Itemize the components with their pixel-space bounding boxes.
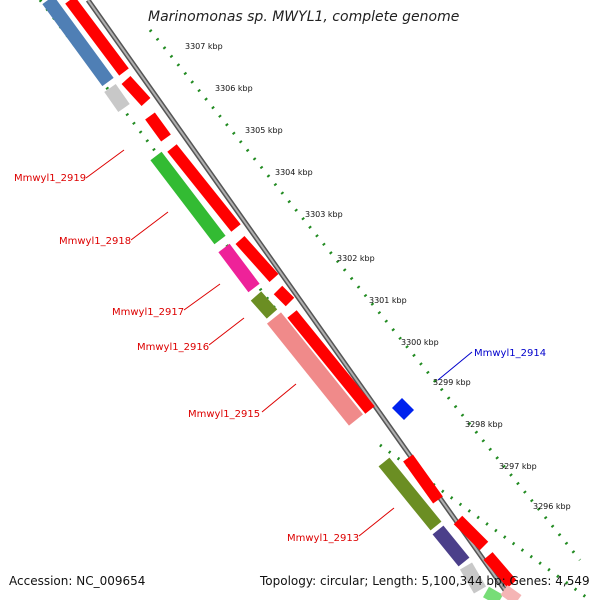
genome-backbone [85,0,515,600]
gene-label: Mmwyl1_2915 [188,409,260,420]
gc-dotted-track-2 [148,29,582,561]
feature-green [150,151,226,245]
label-leader-line [261,383,297,413]
label-leader-line [358,507,395,537]
gc-content-tracks [38,0,591,600]
label-leader-line [437,351,473,381]
feature-navy [432,525,470,567]
label-leader-line [130,211,169,241]
gene-label: Mmwyl1_2918 [59,236,131,247]
cds-outer-4 [167,144,241,232]
gene-label: Mmwyl1_2913 [287,533,359,544]
tick-label: 3297 kbp [499,462,537,471]
feature-blue-gene [392,398,414,420]
accession-text: Accession: NC_009654 [9,574,146,588]
feature-lightgreen [483,586,503,600]
tick-label: 3296 kbp [533,502,571,511]
gene-label: Mmwyl1_2919 [14,173,86,184]
tick-label: 3307 kbp [185,42,223,51]
feature-gray-2 [459,562,487,594]
label-leader-line [85,149,125,179]
feature-salmon [266,312,364,426]
label-leader-line [208,317,245,346]
page-title: Marinomonas sp. MWYL1, complete genome [148,9,460,25]
tick-label: 3304 kbp [275,168,313,177]
label-leader-line [183,283,221,311]
tick-label: 3306 kbp [215,84,253,93]
tick-label: 3300 kbp [401,338,439,347]
cds-outer-8 [403,454,443,504]
tick-label: 3301 kbp [369,296,407,305]
cds-outer-1 [65,0,129,76]
tick-label: 3302 kbp [337,254,375,263]
scale-ticks: 3307 kbp 3306 kbp 3305 kbp 3304 kbp 3303 kbp… [185,42,571,511]
feature-olive-2 [378,457,442,531]
genome-summary-text: Topology: circular; Length: 5,100,344 bp… [260,574,590,588]
cds-outer-5 [235,235,279,283]
tick-label: 3303 kbp [305,210,343,219]
cds-outer-9 [453,515,489,551]
cds-outer-2 [121,75,151,107]
gene-label: Mmwyl1_2917 [112,307,184,318]
gene-label: Mmwyl1_2914 [474,348,546,359]
feature-pink [500,585,522,600]
tick-label: 3298 kbp [465,420,503,429]
cds-outer-6 [273,285,295,307]
feature-olive-1 [250,291,278,319]
tick-label: 3305 kbp [245,126,283,135]
gene-label: Mmwyl1_2916 [137,342,209,353]
feature-steelblue [42,0,114,87]
cds-outer-3 [145,112,171,142]
tick-label: 3299 kbp [433,378,471,387]
feature-magenta [218,243,260,293]
cds-outer-7 [287,310,375,414]
backbone-highlight [87,0,513,600]
cds-outer-10 [483,552,517,588]
gene-features [42,0,522,600]
gene-labels: Mmwyl1_2919Mmwyl1_2918Mmwyl1_2917Mmwyl1_… [14,149,546,544]
feature-gray [104,83,130,113]
